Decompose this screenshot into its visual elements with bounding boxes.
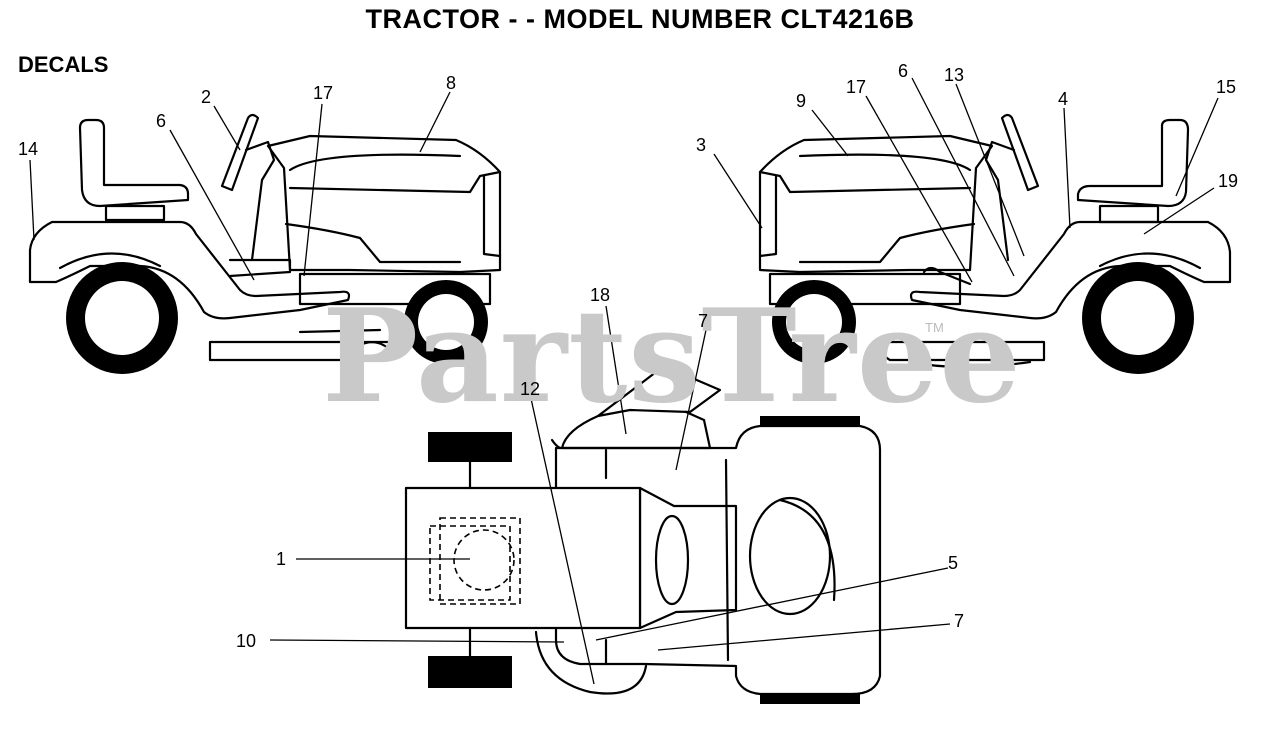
callout-6: 6 — [898, 61, 909, 81]
watermark-trademark: TM — [925, 320, 944, 335]
callout-1: 1 — [276, 549, 287, 569]
callout-6: 6 — [156, 111, 167, 131]
callout-13: 13 — [944, 65, 965, 85]
callout-8: 8 — [446, 73, 457, 93]
callout-5: 5 — [948, 553, 959, 573]
callout-4: 4 — [1058, 89, 1069, 109]
callout-14: 14 — [18, 139, 39, 159]
section-label: DECALS — [18, 52, 109, 77]
tractor-top-view — [269, 305, 951, 704]
tractor-right-side-view — [713, 77, 1232, 374]
callout-7-bottom: 7 — [954, 611, 965, 631]
callout-19: 19 — [1218, 171, 1239, 191]
page-title: TRACTOR - - MODEL NUMBER CLT4216B — [365, 4, 915, 34]
watermark: PartsTree — [322, 282, 1022, 432]
callout-3: 3 — [696, 135, 707, 155]
callout-18: 18 — [590, 285, 611, 305]
callout-17: 17 — [846, 77, 867, 97]
callout-15: 15 — [1216, 77, 1237, 97]
callout-17: 17 — [313, 83, 334, 103]
tractor-left-side-view — [28, 91, 502, 374]
callout-9: 9 — [796, 91, 807, 111]
callout-2: 2 — [201, 87, 212, 107]
callout-12: 12 — [520, 379, 541, 399]
callout-10: 10 — [236, 631, 257, 651]
callout-7: 7 — [698, 311, 709, 331]
